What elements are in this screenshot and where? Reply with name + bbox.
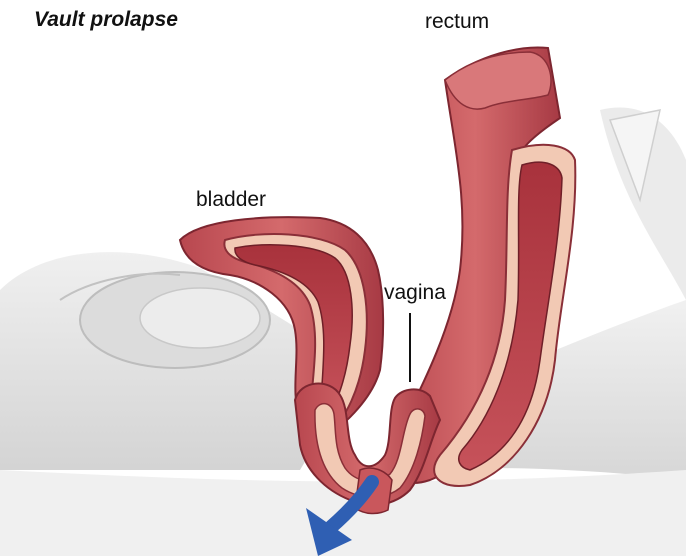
diagram-title: Vault prolapse bbox=[34, 8, 178, 32]
label-rectum: rectum bbox=[425, 10, 489, 34]
label-vagina: vagina bbox=[384, 281, 446, 305]
label-bladder: bladder bbox=[196, 188, 266, 212]
